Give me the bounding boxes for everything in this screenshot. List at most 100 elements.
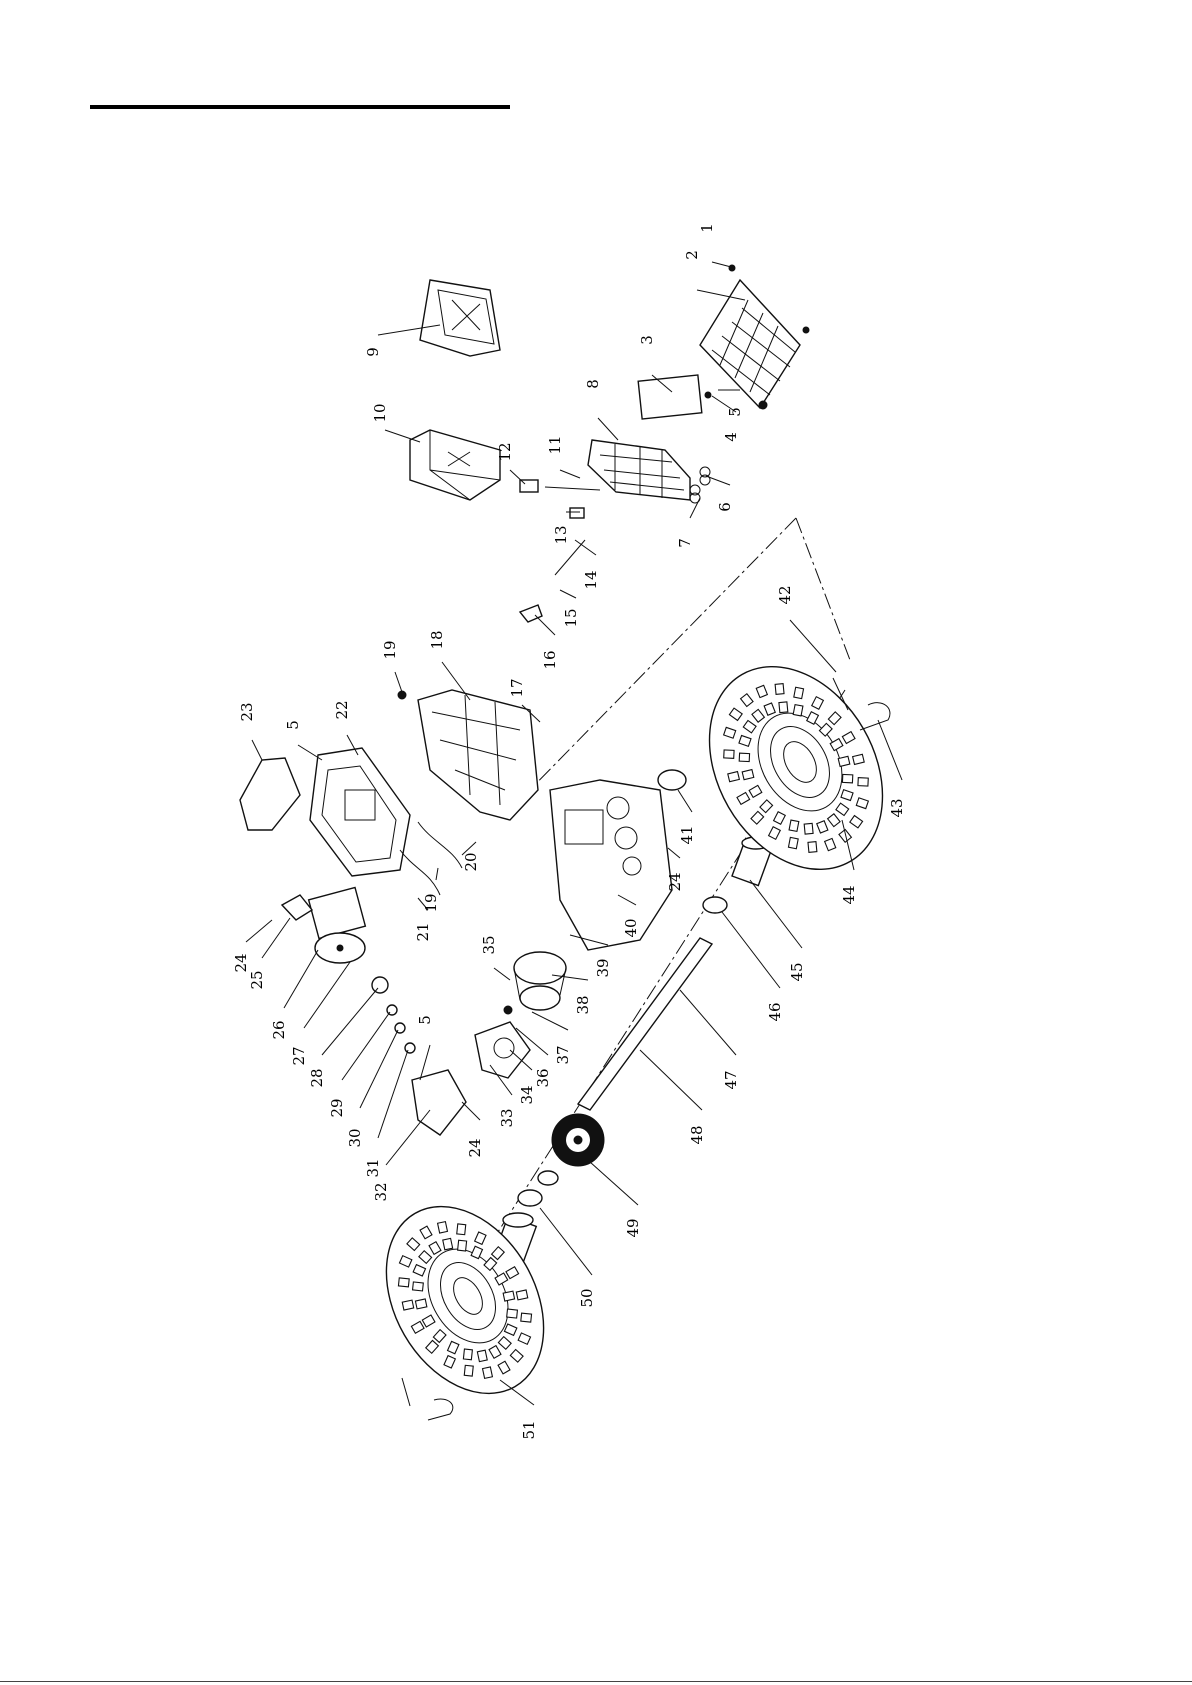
callout-leader-line bbox=[494, 968, 510, 980]
battery-pack-part bbox=[420, 280, 500, 356]
callout-number: 39 bbox=[594, 958, 612, 977]
callout-leader-line bbox=[284, 950, 318, 1008]
callout-number: 26 bbox=[270, 1020, 288, 1039]
gearbox-housing-part bbox=[550, 780, 672, 950]
callout-number: 47 bbox=[722, 1070, 740, 1089]
callout-leader-line bbox=[640, 1050, 702, 1110]
callout-number: 42 bbox=[776, 585, 794, 604]
callout-number: 51 bbox=[520, 1420, 538, 1439]
seal-cap-part bbox=[658, 770, 686, 790]
callout-leader-line bbox=[790, 620, 836, 672]
callout-number: 41 bbox=[678, 825, 696, 844]
tread-block bbox=[443, 1238, 453, 1249]
callout-leader-line bbox=[560, 590, 576, 598]
callout-number: 12 bbox=[496, 442, 514, 461]
body-shell-part bbox=[418, 690, 538, 820]
callout-leader-line bbox=[298, 745, 322, 760]
callout-number: 22 bbox=[333, 700, 351, 719]
footer-rule bbox=[0, 1681, 1192, 1682]
callout-number: 33 bbox=[498, 1108, 516, 1127]
cylinder-boss-part bbox=[514, 952, 566, 1010]
tread-block bbox=[779, 702, 788, 713]
callout-number: 28 bbox=[308, 1068, 326, 1087]
callout-number: 30 bbox=[346, 1128, 364, 1147]
tread-block bbox=[775, 684, 784, 695]
pinion-gear-part bbox=[372, 977, 415, 1053]
callout-leader-line bbox=[668, 848, 680, 858]
callout-number: 24 bbox=[666, 872, 684, 891]
hairpin-clip-part bbox=[428, 1399, 453, 1420]
tread-block bbox=[838, 756, 850, 766]
tread-block bbox=[742, 770, 754, 780]
callout-number: 27 bbox=[290, 1046, 308, 1065]
spacer-part bbox=[518, 1190, 542, 1206]
callout-leader-line bbox=[378, 1050, 408, 1138]
callout-number: 37 bbox=[554, 1045, 572, 1064]
callout-number: 7 bbox=[676, 538, 694, 548]
tread-block bbox=[483, 1367, 493, 1378]
callout-number: 29 bbox=[328, 1098, 346, 1117]
callout-leader-line bbox=[722, 912, 780, 988]
battery-box-part bbox=[410, 430, 500, 500]
callout-number: 36 bbox=[534, 1068, 552, 1087]
callout-number: 13 bbox=[552, 525, 570, 544]
callout-leader-line bbox=[395, 672, 402, 692]
callout-number: 49 bbox=[624, 1218, 642, 1237]
tread-block bbox=[402, 1300, 413, 1310]
callout-number: 32 bbox=[372, 1182, 390, 1201]
callout-leader-line bbox=[535, 615, 555, 635]
tread-block bbox=[457, 1224, 466, 1235]
tread-block bbox=[464, 1365, 473, 1376]
tread-block bbox=[398, 1278, 409, 1287]
seat-frame-part bbox=[588, 440, 690, 500]
callout-leader-line bbox=[532, 1012, 568, 1030]
callout-leader-line bbox=[680, 990, 736, 1055]
assembly-axis-line-right bbox=[796, 518, 850, 660]
tread-block bbox=[503, 1291, 514, 1301]
callout-number: 17 bbox=[508, 678, 526, 697]
callout-number: 10 bbox=[371, 403, 389, 422]
callout-leader-line bbox=[262, 918, 290, 958]
tread-block bbox=[739, 753, 749, 761]
hose-part bbox=[400, 850, 440, 895]
callout-leader-line bbox=[252, 740, 262, 760]
motor-bracket-part bbox=[282, 895, 312, 920]
tread-block bbox=[853, 754, 865, 764]
tread-block bbox=[794, 687, 804, 698]
callout-leader-line bbox=[304, 962, 350, 1028]
callout-number: 11 bbox=[546, 435, 564, 454]
tread-block bbox=[724, 750, 734, 758]
tread-block bbox=[413, 1282, 424, 1291]
callout-number: 19 bbox=[381, 640, 399, 659]
callout-number: 24 bbox=[466, 1138, 484, 1157]
callout-number: 1 bbox=[698, 223, 716, 233]
tread-block bbox=[477, 1350, 487, 1361]
callout-number: 31 bbox=[364, 1158, 382, 1177]
callout-leader-line bbox=[462, 1102, 480, 1120]
callout-number: 2 bbox=[683, 250, 701, 260]
tread-block bbox=[789, 820, 799, 831]
tread-block bbox=[521, 1313, 532, 1322]
small-hardware-parts bbox=[520, 480, 600, 622]
callout-leader-line bbox=[598, 418, 618, 440]
bolt-part bbox=[504, 1006, 512, 1014]
callout-leader-line bbox=[678, 790, 692, 812]
tread-block bbox=[804, 823, 813, 834]
hairpin-clip-part bbox=[860, 703, 890, 730]
tread-block bbox=[438, 1222, 448, 1233]
callout-number: 50 bbox=[578, 1288, 596, 1307]
callout-number: 4 bbox=[722, 432, 740, 442]
dashboard-part bbox=[310, 748, 410, 876]
callout-number: 19 bbox=[422, 893, 440, 912]
callout-number: 25 bbox=[248, 970, 266, 989]
callout-leader-line bbox=[590, 1162, 638, 1205]
callout-leader-line bbox=[878, 720, 902, 780]
floor-plate-part bbox=[638, 375, 702, 419]
callout-number: 5 bbox=[284, 720, 302, 730]
hose-part bbox=[418, 822, 462, 868]
callout-leader-line bbox=[560, 470, 580, 478]
rear-fender-part bbox=[700, 280, 809, 409]
callout-leader-line bbox=[750, 880, 802, 948]
callout-leader-line bbox=[510, 470, 525, 484]
